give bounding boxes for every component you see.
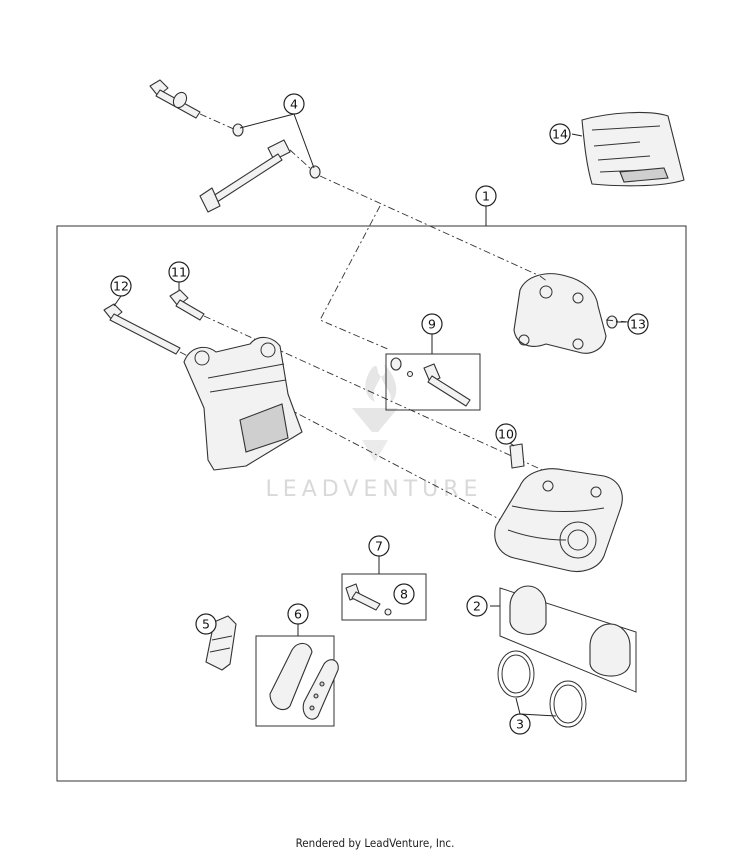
mounting-bolt-set bbox=[149, 79, 321, 213]
callout-14[interactable]: 14 bbox=[549, 123, 571, 145]
callout-6[interactable]: 6 bbox=[287, 603, 309, 625]
callout-1-label: 1 bbox=[482, 189, 490, 204]
footer-credit: Rendered by LeadVenture, Inc. bbox=[295, 836, 455, 850]
assembly-frame bbox=[56, 225, 687, 782]
caliper-bracket-upper bbox=[513, 273, 618, 354]
brake-pad-box bbox=[255, 635, 335, 727]
bolt-12 bbox=[103, 303, 181, 355]
guide-pin bbox=[390, 357, 471, 407]
callout-6-label: 6 bbox=[294, 607, 302, 622]
callout-4[interactable]: 4 bbox=[283, 93, 305, 115]
brake-pads bbox=[269, 642, 339, 720]
callout-9-label: 9 bbox=[428, 317, 436, 332]
callout-4-label: 4 bbox=[290, 97, 298, 112]
callout-3-label: 3 bbox=[516, 717, 524, 732]
callout-2-label: 2 bbox=[473, 599, 481, 614]
callout-5[interactable]: 5 bbox=[195, 613, 217, 635]
assembly-link-line bbox=[319, 205, 391, 351]
pin-clip-kit-box bbox=[341, 573, 427, 621]
pin-kit-box bbox=[385, 353, 481, 411]
pad-pin bbox=[345, 583, 392, 616]
callout-14-label: 14 bbox=[552, 127, 568, 142]
callout-10[interactable]: 10 bbox=[495, 423, 517, 445]
bleeder-screw bbox=[509, 443, 525, 469]
callout-10-label: 10 bbox=[498, 427, 514, 442]
bolt-11 bbox=[169, 289, 205, 321]
callout-7-label: 7 bbox=[375, 539, 383, 554]
callout-1[interactable]: 1 bbox=[475, 185, 497, 207]
callout-13[interactable]: 13 bbox=[627, 313, 649, 335]
watermark-text: LEADVENTURE bbox=[266, 477, 483, 502]
callout-9[interactable]: 9 bbox=[421, 313, 443, 335]
pistons bbox=[509, 585, 631, 677]
callout-8[interactable]: 8 bbox=[393, 583, 415, 605]
callout-13-label: 13 bbox=[630, 317, 646, 332]
tool-kit-sheet bbox=[581, 111, 685, 187]
callout-12-label: 12 bbox=[113, 279, 129, 294]
seal-rings bbox=[497, 650, 587, 728]
callout-11[interactable]: 11 bbox=[168, 261, 190, 283]
callout-12[interactable]: 12 bbox=[110, 275, 132, 297]
callout-2[interactable]: 2 bbox=[466, 595, 488, 617]
caliper-support-bracket bbox=[183, 336, 303, 471]
callout-5-label: 5 bbox=[202, 617, 210, 632]
leader-lines bbox=[113, 113, 626, 717]
callout-7[interactable]: 7 bbox=[368, 535, 390, 557]
callout-8-label: 8 bbox=[400, 587, 408, 602]
callout-11-label: 11 bbox=[171, 265, 187, 280]
bolt-axis-line bbox=[199, 113, 541, 277]
piston-kit-box bbox=[499, 587, 637, 693]
callout-3[interactable]: 3 bbox=[509, 713, 531, 735]
brake-caliper bbox=[494, 468, 623, 573]
